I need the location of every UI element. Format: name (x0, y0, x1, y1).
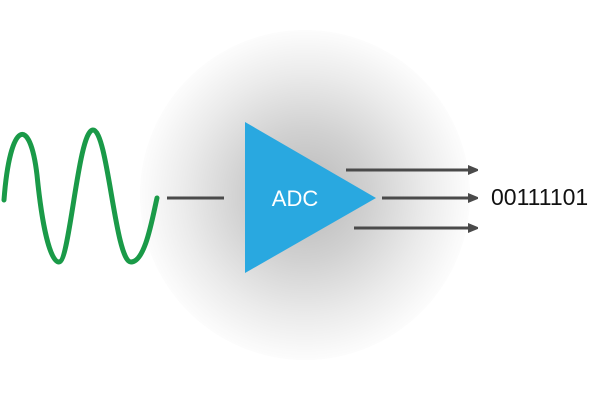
binary-output-label: 00111101 (491, 184, 589, 210)
sine-wave-icon (1, 127, 160, 265)
adc-triangle (245, 122, 376, 273)
adc-label: ADC (272, 186, 319, 211)
